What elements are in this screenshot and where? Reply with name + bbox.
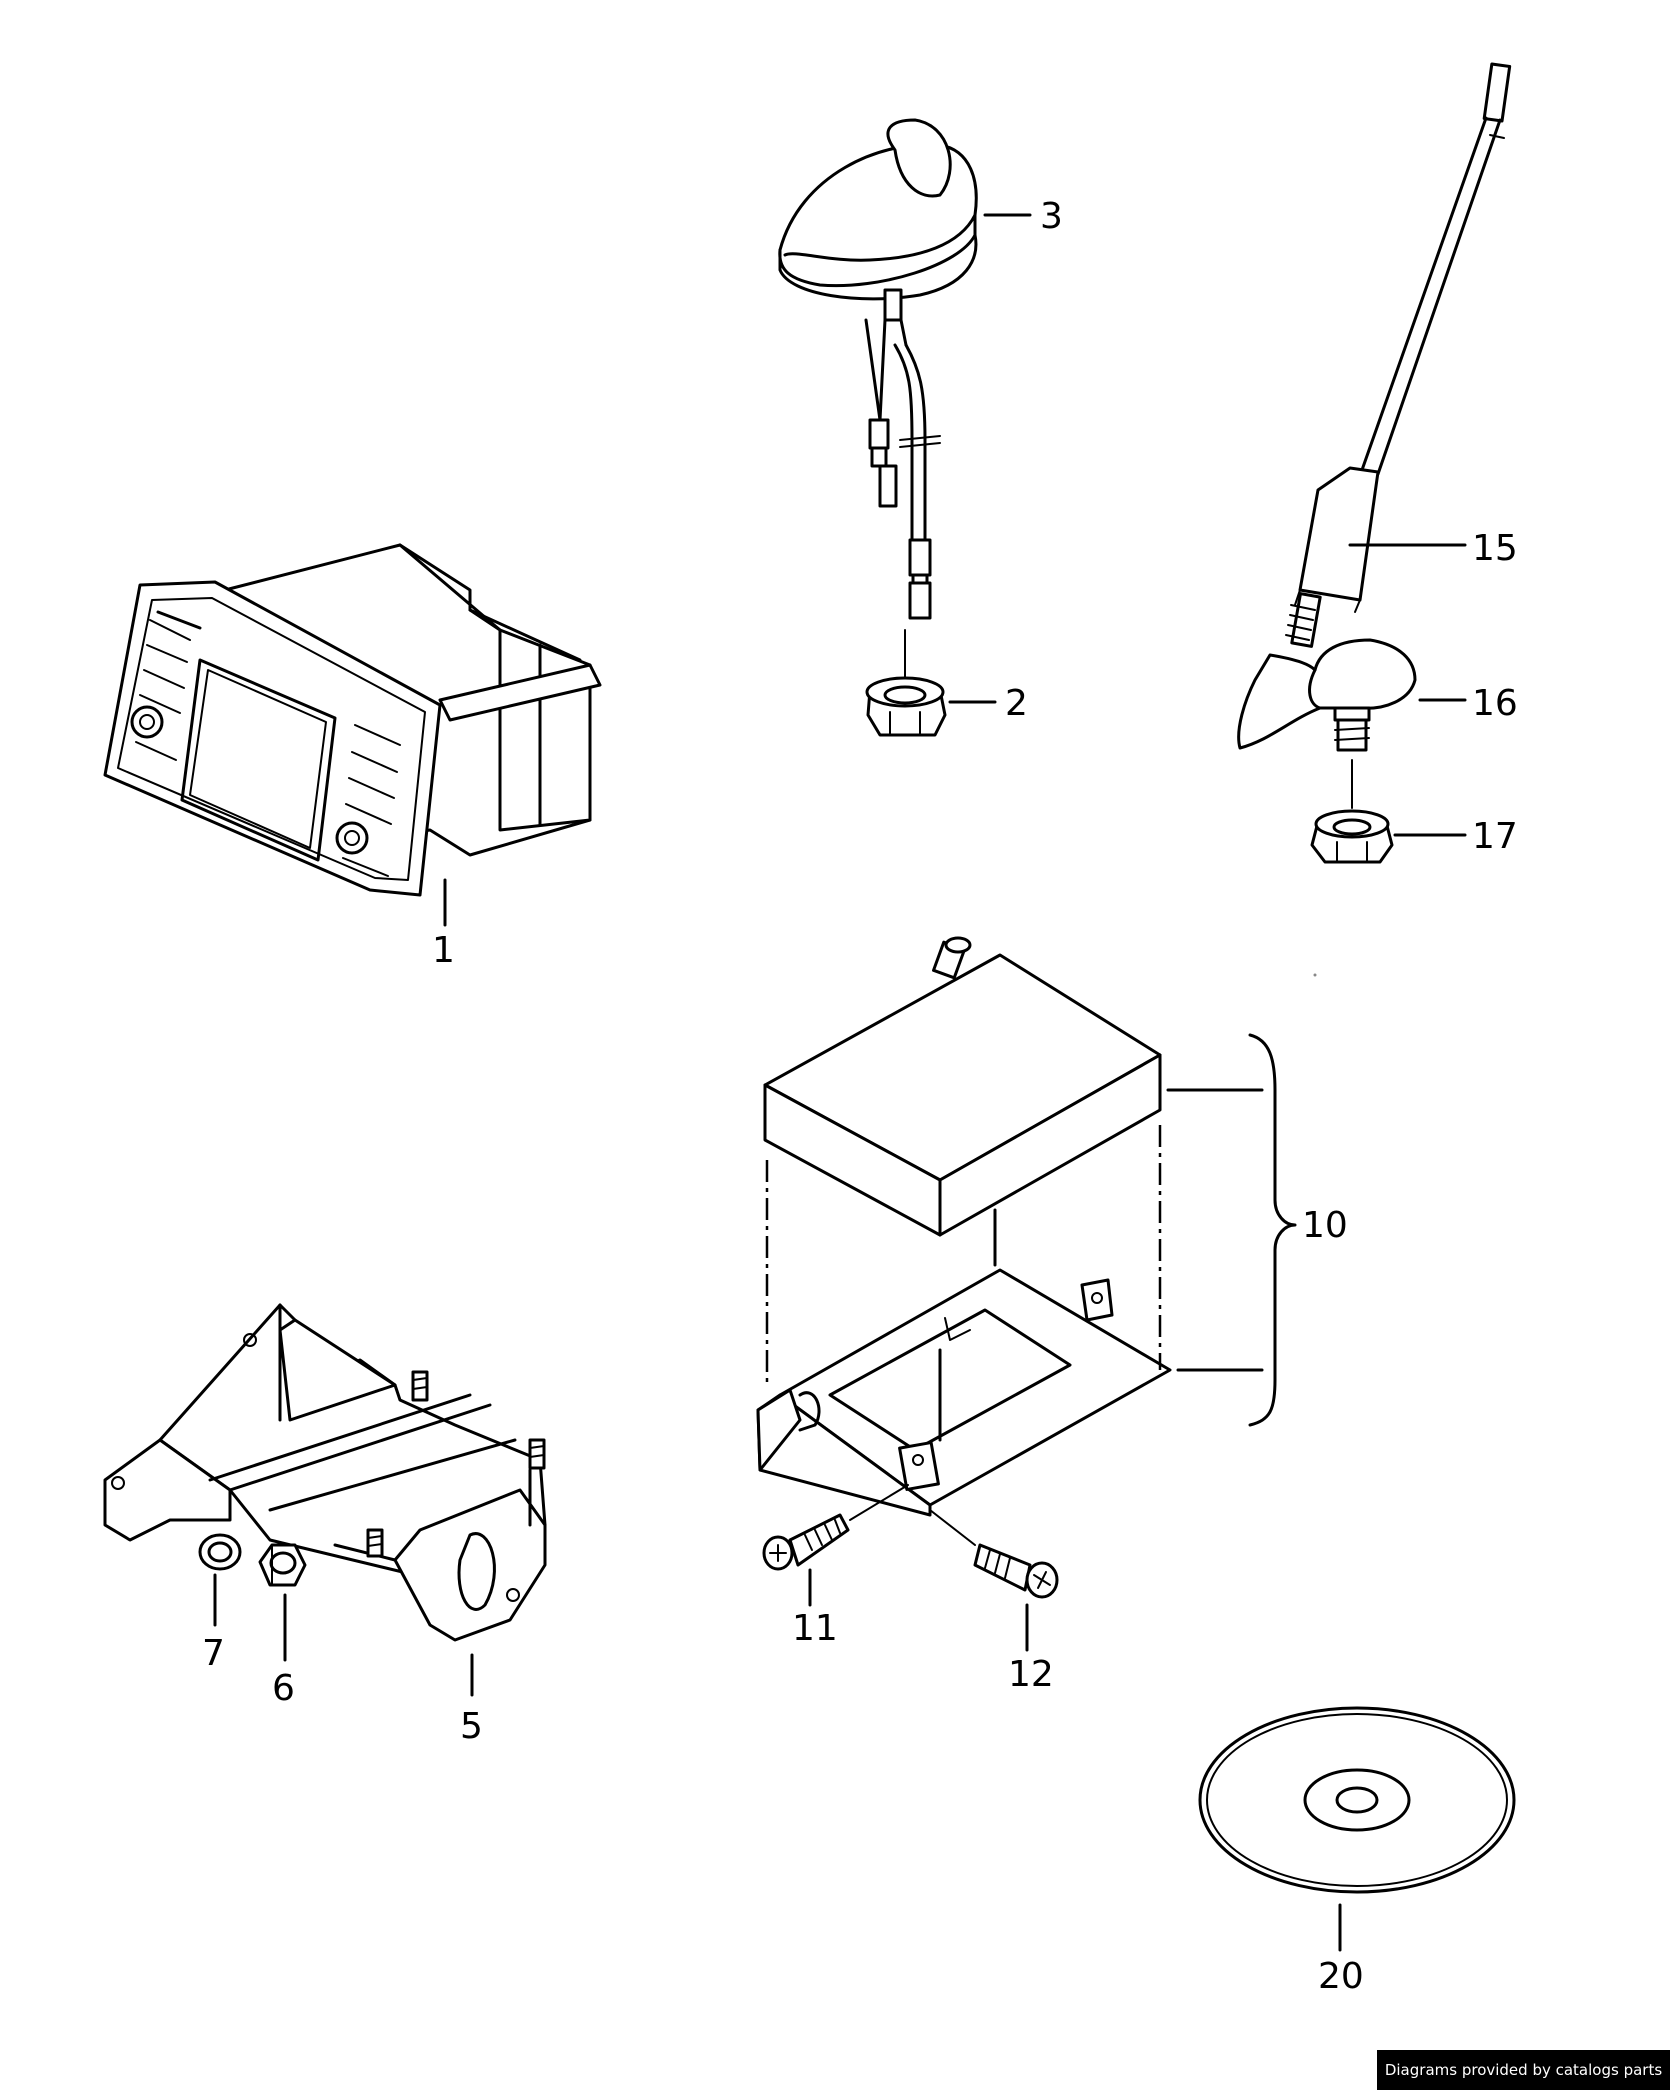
tuning-knob[interactable]	[335, 821, 369, 855]
callout-7: 7	[202, 1633, 225, 1674]
antenna-base-nut[interactable]	[1310, 809, 1394, 864]
control-unit-box[interactable]	[763, 936, 1162, 1237]
left-button-column[interactable]	[135, 619, 191, 761]
callout-5: 5	[460, 1706, 483, 1747]
bolt-12-axis	[929, 1509, 976, 1546]
callout-2: 2	[1005, 683, 1028, 724]
navigation-disc[interactable]	[1198, 1706, 1516, 1894]
callout-3: 3	[1040, 196, 1063, 237]
mounting-bracket[interactable]	[103, 1303, 547, 1642]
stray-mark	[1313, 973, 1317, 977]
callout-12: 12	[1008, 1654, 1054, 1695]
mounting-tray[interactable]	[756, 1268, 1172, 1517]
callout-20: 20	[1318, 1956, 1364, 1997]
bracket-10	[1248, 1033, 1297, 1427]
credit-badge: Diagrams provided by catalogs parts	[1377, 2050, 1670, 2090]
tapping-screw[interactable]	[762, 1513, 850, 1571]
callout-11: 11	[792, 1608, 838, 1649]
roof-antenna[interactable]	[778, 118, 978, 620]
antenna-nut[interactable]	[865, 676, 947, 737]
callout-16: 16	[1472, 683, 1518, 724]
callout-6: 6	[272, 1668, 295, 1709]
volume-knob[interactable]	[130, 705, 164, 739]
antenna-mast[interactable]	[1285, 62, 1512, 648]
washer[interactable]	[198, 1533, 242, 1571]
right-button-column[interactable]	[342, 724, 401, 877]
radio-navigation-unit[interactable]	[103, 543, 602, 897]
bolt[interactable]	[973, 1543, 1059, 1599]
callout-1: 1	[432, 930, 455, 971]
callout-17: 17	[1472, 816, 1518, 857]
antenna-base[interactable]	[1237, 638, 1417, 752]
callout-15: 15	[1472, 528, 1518, 569]
screw-11-axis	[849, 1484, 909, 1521]
callout-10: 10	[1302, 1205, 1348, 1246]
hex-nut[interactable]	[258, 1543, 307, 1587]
